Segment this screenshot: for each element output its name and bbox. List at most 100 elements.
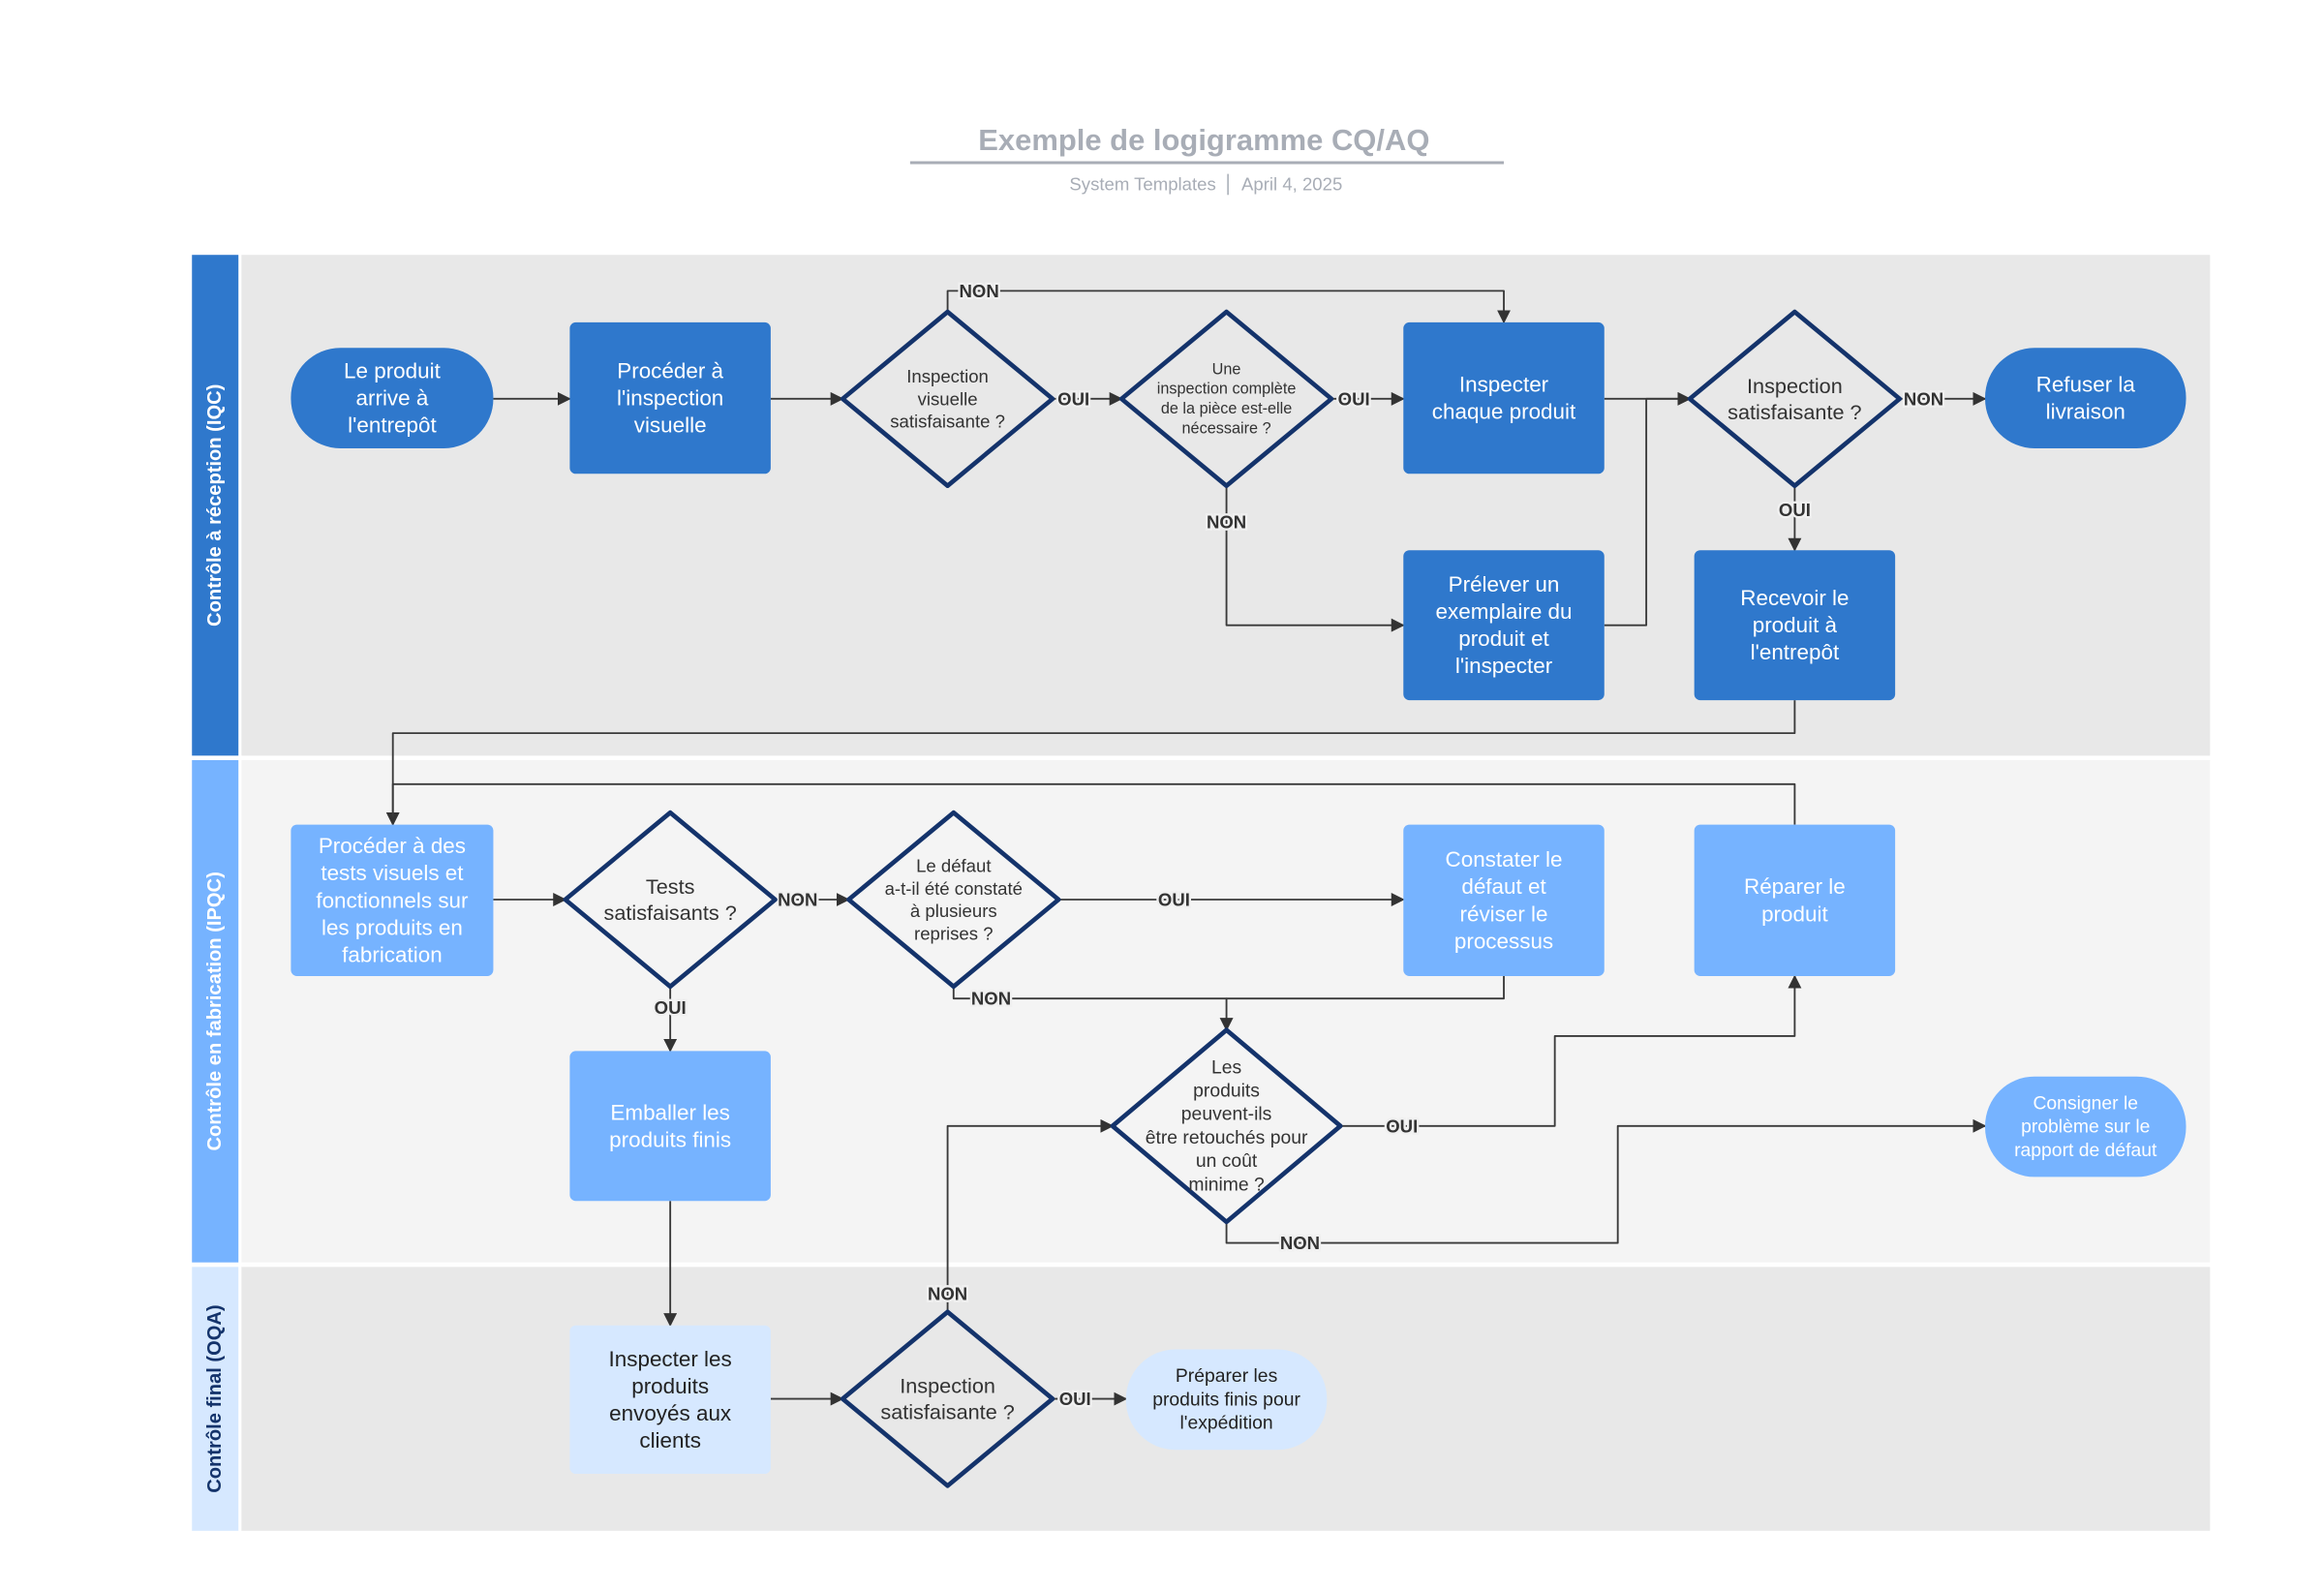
node-label-line: un coût [1196,1150,1258,1172]
node-label-line: Les [1211,1056,1241,1078]
node-label-line: Procéder à [617,359,723,383]
decision-diamond [840,309,1055,488]
terminal-shape [290,348,494,448]
terminal-shape [1985,1076,2186,1177]
swimlane-3: Contrôle final (OQA) [192,1267,2211,1531]
lane-header [192,760,239,1263]
lane-label: Contrôle à réception (IQC) [204,384,226,627]
process-box [1403,550,1605,701]
edge-label: OUI [655,997,687,1018]
node-label-line: Une [1212,360,1241,378]
connector-e4: NON [946,279,1511,324]
node-label-line: Emballer les [610,1100,729,1124]
node-label-line: Prélever un [1449,572,1560,596]
page-title: Exemple de logigramme CQ/AQ [978,123,1429,157]
node-label-line: Le produit [344,359,442,383]
node-label-line: nécessaire ? [1182,419,1271,437]
edge-label: NON [928,1284,967,1304]
author: System Templates [1069,174,1215,195]
decision-diamond [846,810,1061,990]
connector-e14: NON [775,887,850,912]
node-label-line: produits finis [609,1127,731,1151]
node-label-line: satisfaisante ? [1728,400,1861,424]
connector-line [1604,391,1692,627]
process-n15[interactable]: Emballer les produits finis [569,1051,771,1202]
node-label-line: Procéder à des [319,834,466,858]
node-label: Inspecter chaque produit [1432,373,1576,424]
edge-label: OUI [1386,1116,1418,1136]
edge-label: NON [1904,388,1943,409]
edge-label: OUI [1158,889,1190,909]
lane-label: Contrôle en fabrication (IPQC) [204,871,226,1150]
node-label-line: livraison [2046,400,2125,424]
edge-label: OUI [1338,388,1370,409]
process-box [1694,550,1896,701]
node-label-line: Tests [646,874,695,899]
lane-header [192,255,239,756]
connector-e12 [391,782,1796,825]
node-label-line: visuelle [634,413,707,438]
process-box [1403,321,1605,474]
node-label-line: problème sur le [2021,1116,2150,1138]
edge-label: OUI [1057,388,1089,409]
node-label-line: fabrication [342,942,443,966]
node-label-line: Réparer le [1744,874,1846,899]
node-label-line: satisfaisante ? [880,1400,1014,1424]
node-label-line: Inspecter les [609,1347,732,1371]
swimlane-1: Contrôle à réception (IQC) [192,255,2211,756]
node-label-line: peuvent-ils [1181,1104,1272,1125]
edge-label: NON [778,889,817,909]
process-box [569,1325,771,1475]
node-label-line: Inspecter [1459,373,1549,397]
connector-line [391,782,1796,825]
connector-e23: OUI [1052,1387,1128,1411]
connector-line [946,1118,1115,1312]
process-n5[interactable]: Inspecter chaque produit [1403,321,1605,474]
node-label-line: rapport de défaut [2014,1140,2157,1161]
header: Exemple de logigramme CQ/AQ System Templ… [909,123,1505,196]
node-label-line: clients [639,1428,701,1452]
edge-label: OUI [1779,500,1811,520]
node-label-line: produit à [1753,613,1838,637]
decision-diamond [1118,309,1334,488]
connector-e8 [1604,391,1692,627]
node-label-line: Constater le [1446,847,1563,871]
connector-e16: NON [952,986,1234,1032]
edge-label: NON [1207,511,1246,532]
node-label-line: chaque produit [1432,400,1576,424]
node-label-line: minime ? [1188,1174,1265,1195]
node-label-line: être retouchés pour [1146,1127,1308,1148]
connector-e9: NON [1899,386,1987,412]
node-label-line: exemplaire du [1436,599,1573,624]
connector-e11 [385,700,1796,826]
node-label-line: Inspection [1747,374,1843,398]
connector-e18: OUI [652,986,688,1053]
node-label-line: l'entrepôt [1751,640,1840,664]
